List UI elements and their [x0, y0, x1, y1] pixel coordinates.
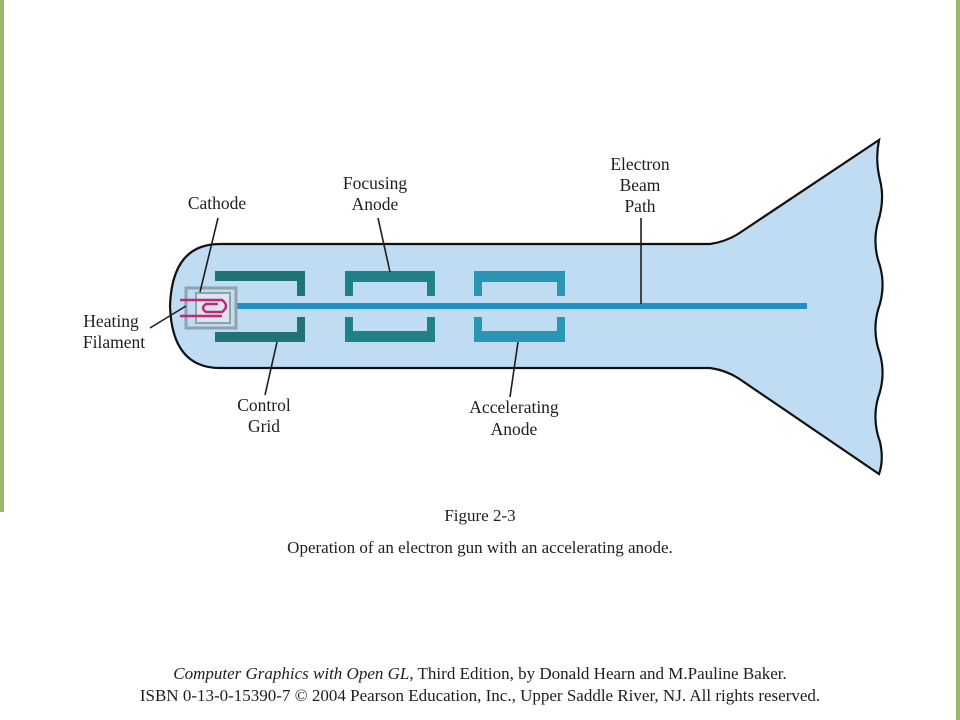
focusing-anode-label-line1: Focusing: [343, 173, 407, 193]
frame-accent-left: [0, 0, 4, 512]
copyright-notice: ISBN 0-13-0-15390-7 © 2004 Pearson Educa…: [139, 686, 821, 705]
focusing-anode-label-line2: Anode: [352, 194, 399, 214]
book-credit: Computer Graphics with Open GL, Third Ed…: [0, 664, 960, 684]
control-grid-label-line1: Control: [237, 395, 291, 415]
cathode: [184, 286, 238, 330]
book-title: Computer Graphics with Open GL: [173, 664, 410, 683]
accelerating-anode-bottom: [474, 317, 565, 342]
electron-beam-label-line3: Path: [624, 196, 655, 216]
control-grid-label-line2: Grid: [248, 416, 280, 436]
figure-number: Figure 2-3: [444, 506, 516, 525]
heating-filament: [180, 298, 228, 318]
accelerating-anode-label-line2: Anode: [491, 419, 538, 439]
focusing-anode-top: [345, 271, 435, 296]
focusing-anode-bottom: [345, 317, 435, 342]
electron-beam-label-line2: Beam: [620, 175, 661, 195]
focusing-anode-leader: [377, 217, 391, 273]
cathode-label: Cathode: [188, 193, 247, 213]
cathode-leader: [199, 217, 219, 293]
accelerating-anode-top: [474, 271, 565, 296]
control-grid-leader: [264, 341, 278, 396]
heating-filament-leader: [149, 305, 187, 329]
electron-beam-label-line1: Electron: [610, 154, 670, 174]
heating-filament-label-line2: Filament: [83, 332, 145, 352]
frame-accent-right: [956, 0, 960, 720]
accelerating-anode-leader: [509, 341, 519, 398]
book-details: , Third Edition, by Donald Hearn and M.P…: [409, 664, 787, 683]
control-grid-bottom: [215, 317, 305, 342]
accelerating-anode-label-line1: Accelerating: [469, 397, 559, 417]
heating-filament-label-line1: Heating: [83, 311, 139, 331]
electron-beam: [236, 303, 807, 309]
control-grid-top: [215, 271, 305, 296]
leader-lines: [149, 217, 642, 398]
figure-caption: Operation of an electron gun with an acc…: [287, 538, 673, 557]
